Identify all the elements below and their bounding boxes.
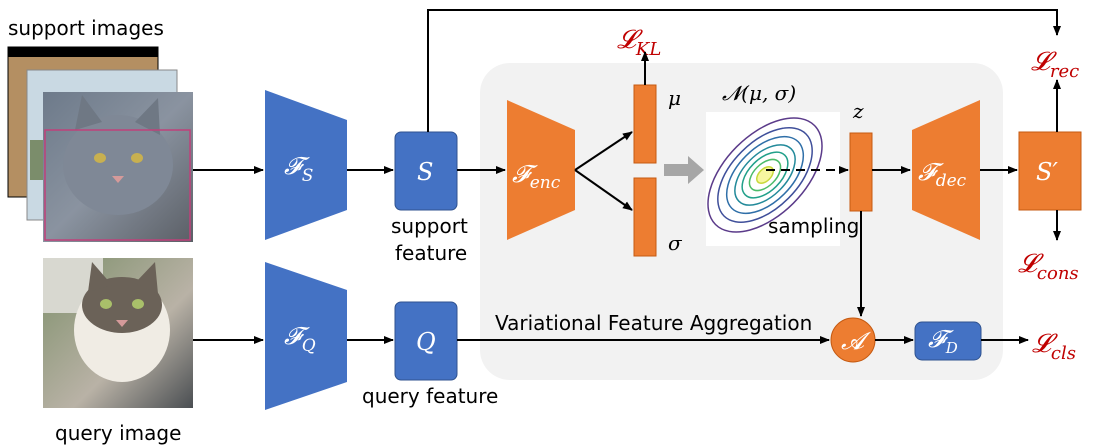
query-image xyxy=(43,258,193,408)
s-prime-symbol: S′ xyxy=(1036,158,1058,186)
query-encoder: 𝓕Q xyxy=(265,262,347,410)
fdec-subscript: dec xyxy=(936,171,967,191)
loss-rec-subscript: rec xyxy=(1050,61,1079,82)
query-feature-label: query feature xyxy=(362,384,498,408)
z-bar xyxy=(849,132,873,212)
fd-subscript: D xyxy=(945,339,958,357)
loss-kl-subscript: KL xyxy=(635,39,661,60)
gaussian-label: 𝓝(μ, σ) xyxy=(722,81,796,105)
query-image-label: query image xyxy=(55,421,181,445)
support-feature-label-1: support xyxy=(391,214,468,238)
z-label: z xyxy=(852,99,864,123)
variational-decoder: 𝓕dec xyxy=(912,100,980,240)
gray-arrow xyxy=(664,156,704,184)
sampling-label: sampling xyxy=(768,214,859,238)
classifier-head: 𝓕D xyxy=(914,321,982,361)
mu-bar xyxy=(633,84,657,164)
svg-text:𝓛KL: 𝓛KL xyxy=(617,25,661,60)
arrow-fenc-to-mu xyxy=(574,131,633,171)
support-feature-symbol: S xyxy=(417,158,433,186)
gaussian-distribution xyxy=(706,112,840,246)
support-feature-label-2: feature xyxy=(395,241,467,265)
vfa-title: Variational Feature Aggregation xyxy=(495,311,812,335)
svg-text:𝓛rec: 𝓛rec xyxy=(1031,47,1079,82)
query-feature-node: Q xyxy=(394,301,458,381)
fs-subscript: S xyxy=(302,166,314,186)
support-images-label: support images xyxy=(8,16,164,40)
reconstructed-feature-node: S′ xyxy=(1018,131,1082,211)
sigma-label: σ xyxy=(668,231,683,255)
svg-text:𝓕Q: 𝓕Q xyxy=(284,322,316,356)
variational-encoder: 𝓕enc xyxy=(507,100,575,240)
fenc-subscript: enc xyxy=(530,173,561,193)
support-feature-node: S xyxy=(394,131,458,211)
arrow-fenc-to-sigma xyxy=(574,169,633,211)
support-images-stack xyxy=(7,46,193,242)
fq-subscript: Q xyxy=(302,336,316,356)
mu-label: μ xyxy=(668,86,681,110)
aggregation-node: 𝓐 xyxy=(830,317,876,363)
sigma-bar xyxy=(633,177,657,257)
svg-text:𝓕dec: 𝓕dec xyxy=(918,158,967,191)
query-feature-symbol: Q xyxy=(416,328,436,356)
svg-text:𝓛cons: 𝓛cons xyxy=(1018,249,1079,284)
arrow-s-to-lrec-top xyxy=(427,9,1061,132)
loss-cons-subscript: cons xyxy=(1037,263,1079,284)
svg-text:𝓛cls: 𝓛cls xyxy=(1032,329,1076,364)
arrows xyxy=(193,9,1061,344)
loss-cls-subscript: cls xyxy=(1051,343,1076,364)
support-encoder: 𝓕S xyxy=(265,90,347,240)
